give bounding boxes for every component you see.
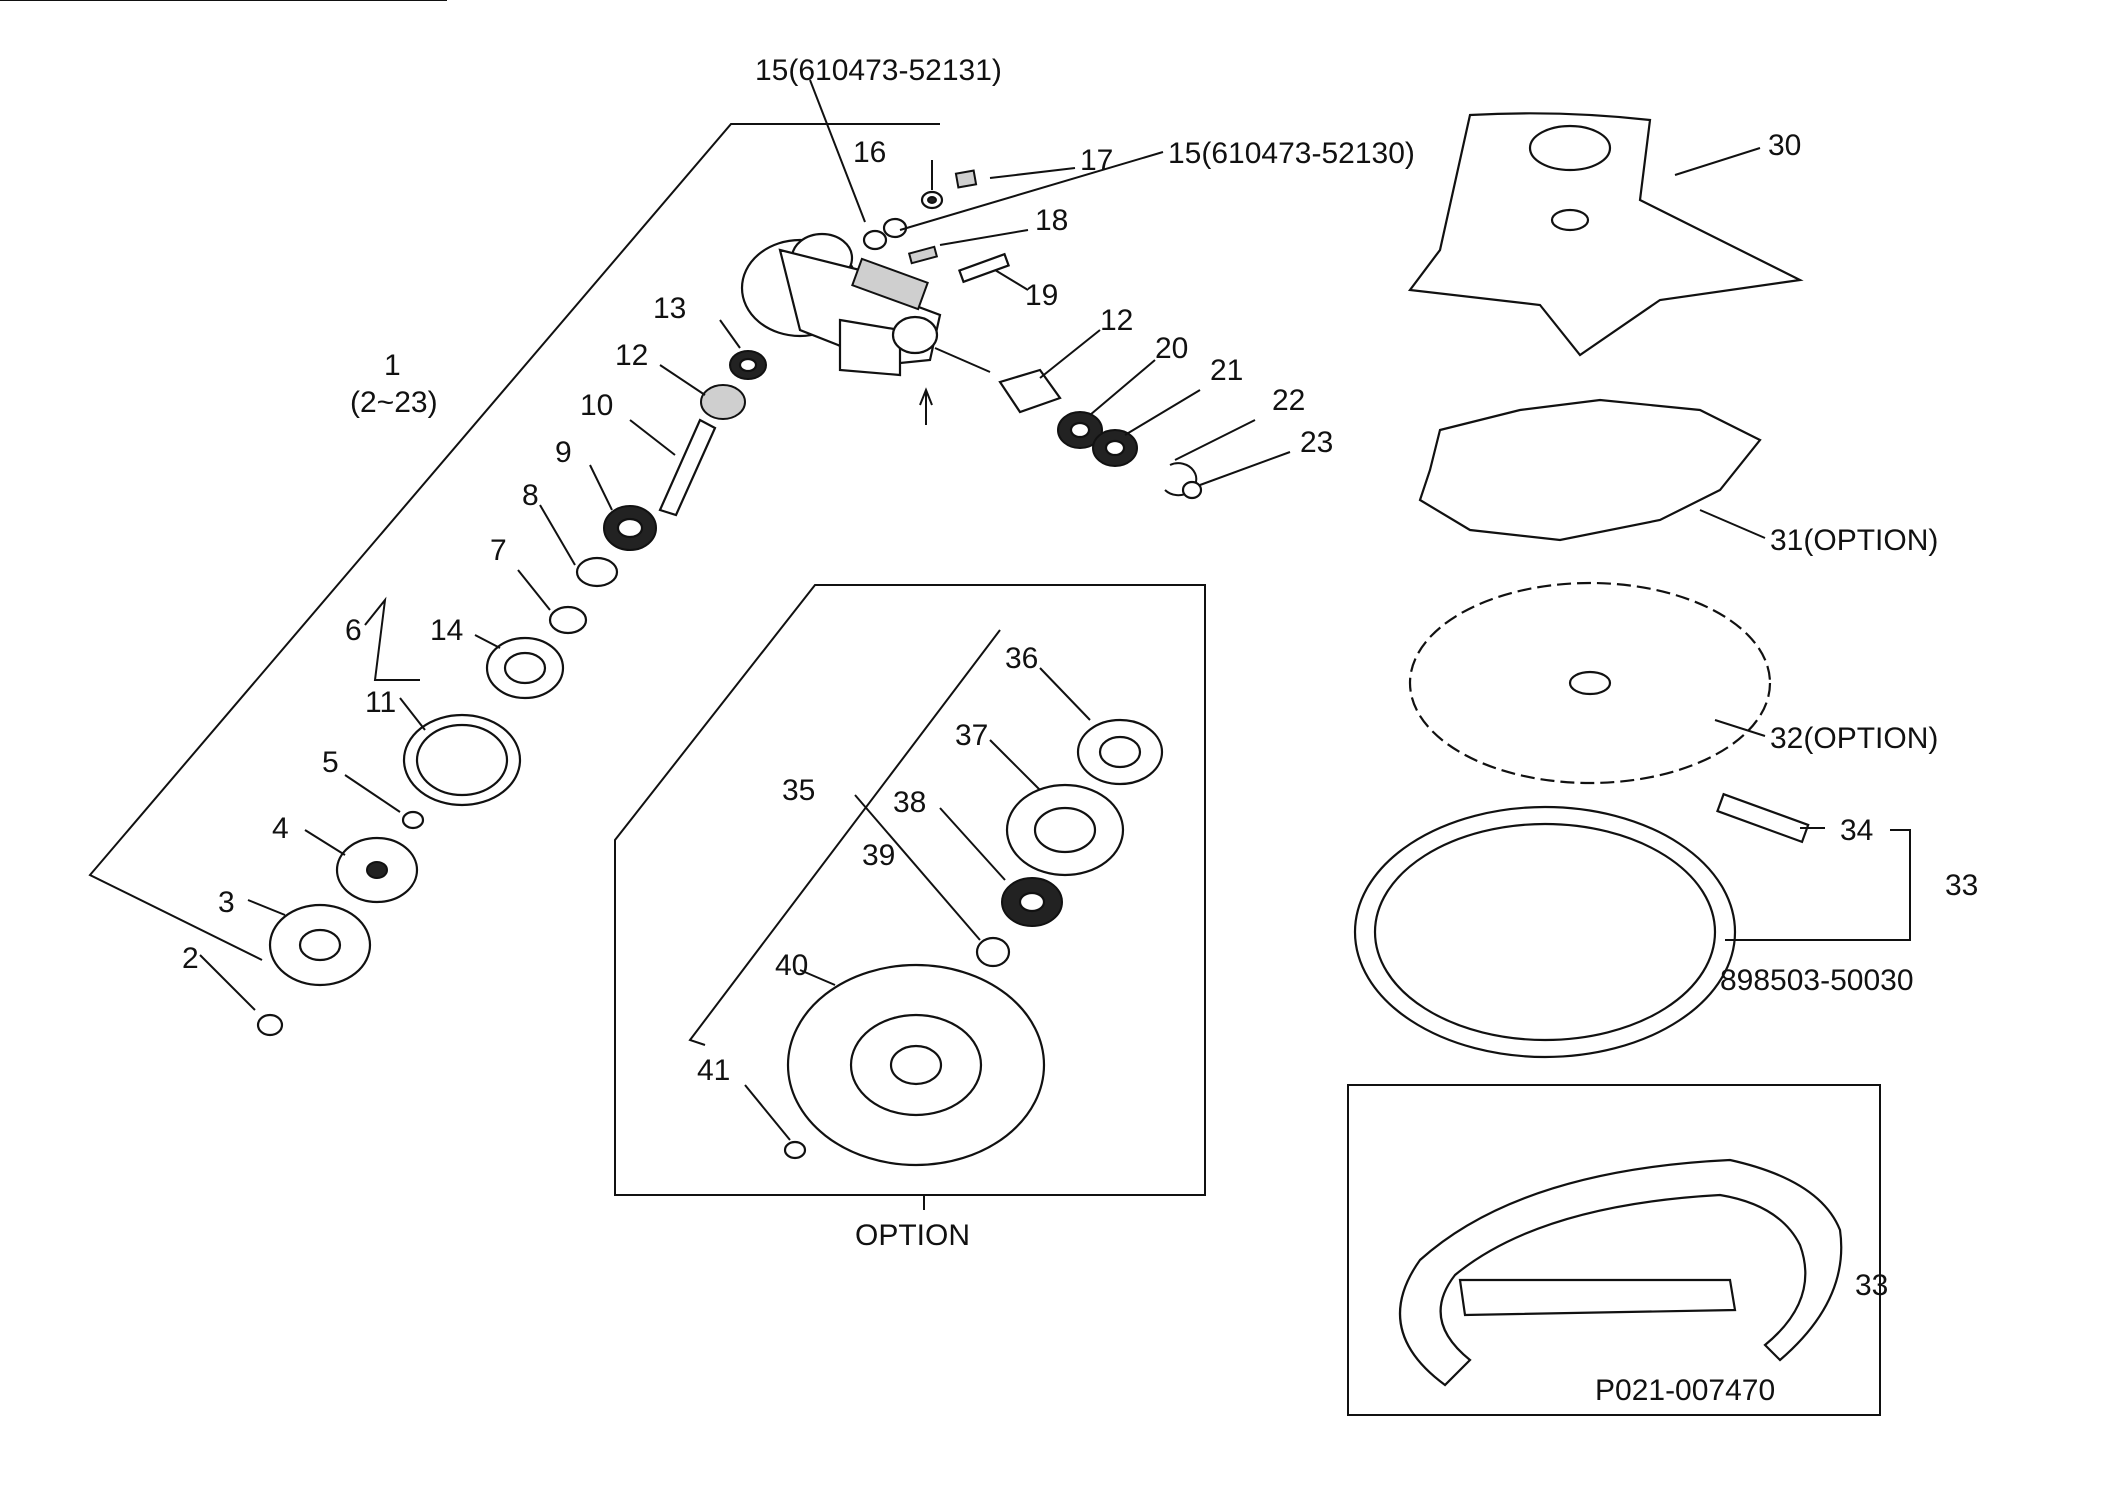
label-35: 35 — [782, 774, 815, 807]
label-22: 22 — [1272, 384, 1305, 417]
washer-stack — [256, 636, 565, 1037]
label-17: 17 — [1080, 144, 1113, 177]
label-33b: 33 — [1855, 1269, 1888, 1302]
label-2: 2 — [182, 942, 199, 975]
label-11: 11 — [365, 686, 396, 719]
label-12b: 12 — [1100, 304, 1133, 337]
label-10: 10 — [580, 389, 613, 422]
label-41: 41 — [697, 1054, 730, 1087]
label-21: 21 — [1210, 354, 1243, 387]
label-8: 8 — [522, 479, 539, 512]
label-23: 23 — [1300, 426, 1333, 459]
leader-lines — [199, 79, 1825, 1141]
label-16: 16 — [853, 136, 886, 169]
label-13: 13 — [653, 292, 686, 325]
label-1-range: (2~23) — [350, 386, 438, 419]
assembly-1-bracket — [0, 0, 940, 961]
label-37: 37 — [955, 719, 988, 752]
label-31: 31(OPTION) — [1770, 524, 1938, 557]
label-32: 32(OPTION) — [1770, 722, 1938, 755]
label-5: 5 — [322, 746, 339, 779]
label-12a: 12 — [615, 339, 648, 372]
label-15a: 15(610473-52131) — [755, 54, 1002, 87]
blade-30 — [1407, 112, 1804, 357]
option-box — [614, 584, 1206, 1210]
label-20: 20 — [1155, 332, 1188, 365]
blade-31 — [1418, 398, 1762, 542]
parts-16-19 — [862, 169, 1011, 284]
label-34: 34 — [1840, 814, 1873, 847]
label-33b-code: P021-007470 — [1595, 1374, 1775, 1407]
label-30: 30 — [1768, 129, 1801, 162]
label-14: 14 — [430, 614, 463, 647]
label-18: 18 — [1035, 204, 1068, 237]
label-1: 1 — [384, 349, 401, 382]
label-33a: 33 — [1945, 869, 1978, 902]
label-33-code: 898503-50030 — [1720, 964, 1914, 997]
label-40: 40 — [775, 949, 808, 982]
label-36: 36 — [1005, 642, 1038, 675]
label-option: OPTION — [855, 1219, 970, 1252]
guard-variant-box — [1347, 1084, 1881, 1416]
label-7: 7 — [490, 534, 507, 567]
label-19: 19 — [1025, 279, 1058, 312]
label-39: 39 — [862, 839, 895, 872]
label-15b: 15(610473-52130) — [1168, 137, 1415, 170]
label-3: 3 — [218, 886, 235, 919]
shaft-parts — [548, 350, 1203, 635]
label-9: 9 — [555, 436, 572, 469]
label-6: 6 — [345, 614, 362, 647]
blade-32 — [1408, 581, 1772, 785]
guard-33 — [1353, 792, 1911, 1059]
part-labels: 1 (2~23) 2 3 4 5 6 7 8 9 10 11 12 13 14 … — [182, 54, 1978, 1407]
label-38: 38 — [893, 786, 926, 819]
gear-case — [740, 232, 991, 425]
label-4: 4 — [272, 812, 289, 845]
